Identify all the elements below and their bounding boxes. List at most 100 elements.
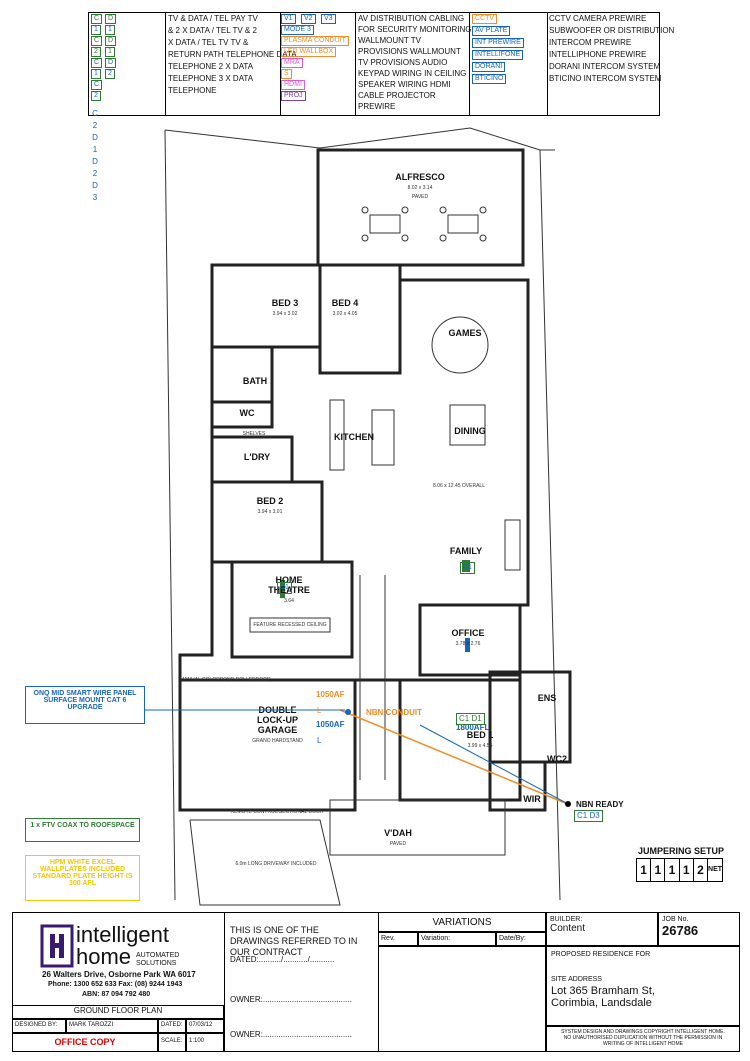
date-by-header: Date/By: (496, 932, 546, 946)
legend-col1-row: RETURN PATH TELEPHONE DATA (168, 50, 297, 59)
room-wir: WIR (523, 794, 541, 804)
room-games: GAMES (448, 328, 482, 338)
legend-col3-row: SUBWOOFER OR DISTRIBUTION (549, 26, 675, 35)
legend-extra-code: D (92, 157, 98, 166)
hpm-note: HPM WHITE EXCEL WALLPLATES INCLUDED STAN… (25, 855, 140, 901)
dated-label-cell: DATED: (158, 1019, 186, 1033)
room-ldry: L'DRY (243, 452, 271, 462)
legend-code: D (105, 36, 117, 46)
c1d3-tag: C1 D3 (574, 810, 603, 822)
owner-line-1: OWNER:..................................… (230, 995, 352, 1004)
legend-table (88, 12, 660, 116)
designer-cell: MARK TAROZZI (66, 1019, 158, 1033)
site-address-2: Corimbia, Landsdale (551, 997, 652, 1009)
onq-panel-note: ONQ MID SMART WIRE PANEL SURFACE MOUNT C… (25, 686, 145, 724)
site-address-1: Lot 365 Bramham St, (551, 985, 655, 997)
legend-tag: MRA (281, 58, 303, 68)
company-phone: Phone: 1300 652 633 Fax: (08) 9244 1943 (48, 981, 183, 988)
designed-by-cell: DESIGNED BY: (12, 1019, 66, 1033)
legend-tag: INT PREWIRE (472, 38, 524, 48)
dated-line: DATED:........../.........../........... (230, 955, 335, 964)
nbn-conduit-label: NBN CONDUIT (366, 708, 422, 717)
legend-col2-row: PREWIRE (358, 102, 396, 111)
legend-code: D (105, 58, 117, 68)
room-bath: BATH (242, 376, 268, 386)
proposed-label: PROPOSED RESIDENCE FOR (551, 951, 651, 958)
legend-tag: V2 (301, 14, 316, 24)
room-wc: WC (239, 408, 255, 418)
rollerdoor-label: MANUAL COLORBOND ROLLERDOOR (180, 677, 271, 683)
job-label: JOB No. (662, 916, 689, 923)
c1-tag-theatre: C1 (277, 582, 292, 594)
af1800-label: 1800AFL (456, 723, 490, 732)
legend-col3-row: INTELLIPHONE PREWIRE (549, 50, 647, 59)
room-wc2: WC2 (547, 754, 567, 764)
site-address-label: SITE ADDRESS (551, 976, 602, 983)
legend-code: C (91, 14, 103, 24)
alfresco-tables (361, 206, 487, 242)
legend-col1-row: TELEPHONE 2 X DATA (168, 62, 254, 71)
owner-line-2: OWNER:..................................… (230, 1030, 352, 1039)
plan-name: GROUND FLOOR PLAN (73, 1006, 163, 1015)
legend-col1-row: TV & DATA / TEL PAY TV (168, 14, 258, 23)
legend-code: 1 (105, 47, 115, 57)
c1d1-tag: C1 D1 (456, 713, 485, 725)
room-shelves: SHELVES (242, 431, 266, 437)
legend-tag: LED WALLBOX (281, 47, 337, 57)
l1-label: L (317, 706, 322, 715)
legend-extra-code: 2 (92, 121, 98, 130)
legend-code: 1 (91, 25, 101, 35)
legend-code: 1 (91, 69, 101, 79)
scale-label-cell: SCALE: (158, 1033, 186, 1052)
legend-code: C (91, 58, 103, 68)
legend-extra-code: D (92, 181, 98, 190)
job-number: 26786 (662, 923, 699, 938)
legend-tag: V1 (281, 14, 296, 24)
job-cell: JOB No. 26786 (658, 912, 740, 946)
copyright-cell: SYSTEM DESIGN AND DRAWINGS COPYRIGHT INT… (546, 1026, 740, 1052)
legend-extra-code: 2 (92, 169, 98, 178)
legend-col2-row: FOR SECURITY MONITORING (358, 25, 472, 34)
legend-code: 2 (105, 69, 115, 79)
legend-extra-code: 3 (92, 193, 98, 202)
legend-tag: PROJ (281, 91, 306, 101)
legend-col1-row: & 2 X DATA / TEL TV & 2 (168, 26, 257, 35)
proposed-cell: PROPOSED RESIDENCE FOR SITE ADDRESS Lot … (546, 946, 740, 1026)
nbn-ready-label: NBN READY (576, 800, 624, 809)
af1050a-label: 1050AF (316, 690, 345, 699)
builder-label: BUILDER: (550, 916, 583, 923)
legend-col1-row: X DATA / TEL TV TV & (168, 38, 249, 47)
jumpering-title: JUMPERING SETUP (638, 846, 725, 856)
ftv-note: 1 x FTV COAX TO ROOFSPACE (25, 818, 140, 842)
legend-extra-code: 1 (92, 145, 98, 154)
legend-code: 2 (91, 47, 101, 57)
legend-col2-row: KEYPAD WIRING IN CEILING (358, 69, 467, 78)
legend-col3-row: BTICINO INTERCOM SYSTEM (549, 74, 662, 83)
room-overall: 8.06 x 12.45 OVERALL (433, 483, 485, 489)
legend-col3-row: DORANI INTERCOM SYSTEM (549, 62, 661, 71)
legend-col3-row: INTERCOM PREWIRE (549, 38, 632, 47)
company-name-2: home (76, 944, 132, 969)
legend-col2-row: PROVISIONS WALLMOUNT (358, 47, 461, 56)
legend-extra-code: D (92, 133, 98, 142)
company-tagline: AUTOMATED SOLUTIONS (136, 952, 180, 967)
room-dining: DINING (454, 426, 486, 436)
rev-header: Rev. (378, 932, 418, 946)
office-copy-cell: OFFICE COPY (12, 1033, 158, 1052)
c1-tag-family: C1 (460, 562, 475, 574)
af1050b-label: 1050AF (316, 720, 345, 729)
jumper-box: NET (708, 866, 723, 873)
driveway-label: 6.0m LONG DRIVEWAY INCLUDED (235, 861, 317, 867)
builder-cell: BUILDER: Content (546, 912, 658, 946)
floor-plan (164, 127, 572, 906)
legend-code: C (91, 36, 103, 46)
legend-code: D (105, 14, 117, 24)
sectional-door-label: REMOTE CONTROL SECTIONAL DOOR (230, 809, 324, 815)
company-logo: intelligent home AUTOMATED SOLUTIONS (40, 922, 190, 972)
l2-label: L (317, 736, 322, 745)
